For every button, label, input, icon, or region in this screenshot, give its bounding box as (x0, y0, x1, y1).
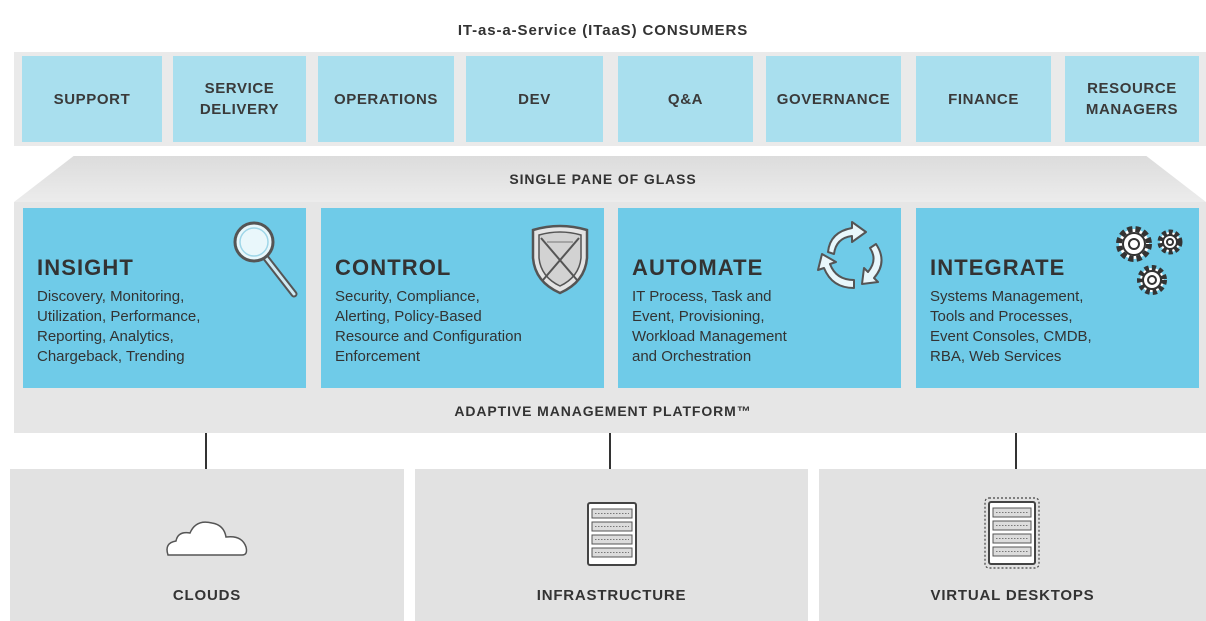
pillar-title: INSIGHT (37, 255, 134, 280)
consumer-finance: FINANCE (916, 56, 1051, 142)
platform-label: ADAPTIVE MANAGEMENT PLATFORM™ (454, 403, 752, 419)
consumer-label: OPERATIONS (333, 90, 439, 108)
consumer-resource-managers: RESOURCE MANAGERS (1065, 56, 1199, 142)
resource-label: INFRASTRUCTURE (536, 587, 687, 604)
pillar-line: Utilization, Performance, (37, 308, 201, 325)
consumer-qa: Q&A (618, 56, 753, 142)
pillar-line: Resource and Configuration (335, 328, 522, 345)
consumer-support: SUPPORT (22, 56, 162, 142)
pillar-line: Discovery, Monitoring, (37, 288, 185, 305)
pillar-line: Reporting, Analytics, (37, 328, 174, 345)
pillar-line: IT Process, Task and (632, 288, 772, 305)
pillar-line: Chargeback, Trending (37, 348, 185, 365)
resource-label: VIRTUAL DESKTOPS (930, 587, 1095, 604)
pillar-line: Enforcement (335, 348, 421, 365)
consumer-label: SUPPORT (53, 90, 131, 108)
glass-label: SINGLE PANE OF GLASS (509, 171, 697, 187)
consumer-operations: OPERATIONS (318, 56, 454, 142)
consumer-label: DEV (518, 90, 551, 108)
consumer-label: RESOURCE (1087, 80, 1177, 97)
resource-label: CLOUDS (172, 587, 242, 604)
cycle-arrows-icon (817, 221, 883, 289)
gears-icon (1116, 226, 1183, 295)
pillar-control: CONTROL Security, Compliance, Alerting, … (321, 208, 604, 388)
connector-line (1015, 433, 1017, 469)
pillar-line: RBA, Web Services (930, 348, 1062, 365)
consumer-label: Q&A (667, 90, 704, 108)
pillar-description: Security, Compliance, Alerting, Policy-B… (335, 287, 604, 367)
glass-band (14, 156, 1206, 202)
consumer-label: SERVICE (204, 80, 275, 97)
pillar-line: Event Consoles, CMDB, (930, 328, 1092, 345)
consumer-label-line2: MANAGERS (1085, 101, 1179, 118)
resource-virtual-desktops: VIRTUAL DESKTOPS (819, 469, 1206, 621)
consumer-label: GOVERNANCE (776, 90, 891, 108)
pillar-insight: INSIGHT Discovery, Monitoring, Utilizati… (23, 208, 306, 388)
resource-clouds: CLOUDS (10, 469, 404, 621)
pillar-title: INTEGRATE (930, 255, 1066, 280)
virtual-server-icon (984, 497, 1040, 569)
pillar-line: Security, Compliance, (335, 288, 480, 305)
consumers-title: IT-as-a-Service (ITaaS) CONSUMERS (457, 22, 749, 39)
connector-line (609, 433, 611, 469)
pillar-description: IT Process, Task and Event, Provisioning… (632, 287, 901, 367)
pillar-integrate: INTEGRATE Systems Management, Tools and … (916, 208, 1199, 388)
pillar-description: Discovery, Monitoring, Utilization, Perf… (37, 287, 306, 367)
consumer-label: FINANCE (948, 90, 1019, 108)
cloud-icon (166, 521, 248, 556)
consumer-label-line2: DELIVERY (199, 101, 280, 118)
pillar-line: and Orchestration (632, 348, 752, 365)
pillar-line: Alerting, Policy-Based (335, 308, 482, 325)
server-icon (587, 502, 637, 566)
pillar-line: Workload Management (632, 328, 787, 345)
pillar-line: Tools and Processes, (930, 308, 1073, 325)
pillar-title: CONTROL (335, 255, 452, 280)
pillar-line: Systems Management, (930, 288, 1084, 305)
connector-line (205, 433, 207, 469)
consumer-governance: GOVERNANCE (766, 56, 901, 142)
consumer-dev: DEV (466, 56, 603, 142)
pillar-description: Systems Management, Tools and Processes,… (930, 287, 1199, 367)
shield-icon (531, 224, 589, 295)
magnifier-icon (233, 221, 298, 298)
pillar-automate: AUTOMATE IT Process, Task and Event, Pro… (618, 208, 901, 388)
pillar-line: Event, Provisioning, (632, 308, 765, 325)
consumer-service-delivery: SERVICE DELIVERY (173, 56, 306, 142)
resource-infrastructure: INFRASTRUCTURE (415, 469, 808, 621)
pillar-title: AUTOMATE (632, 255, 764, 280)
